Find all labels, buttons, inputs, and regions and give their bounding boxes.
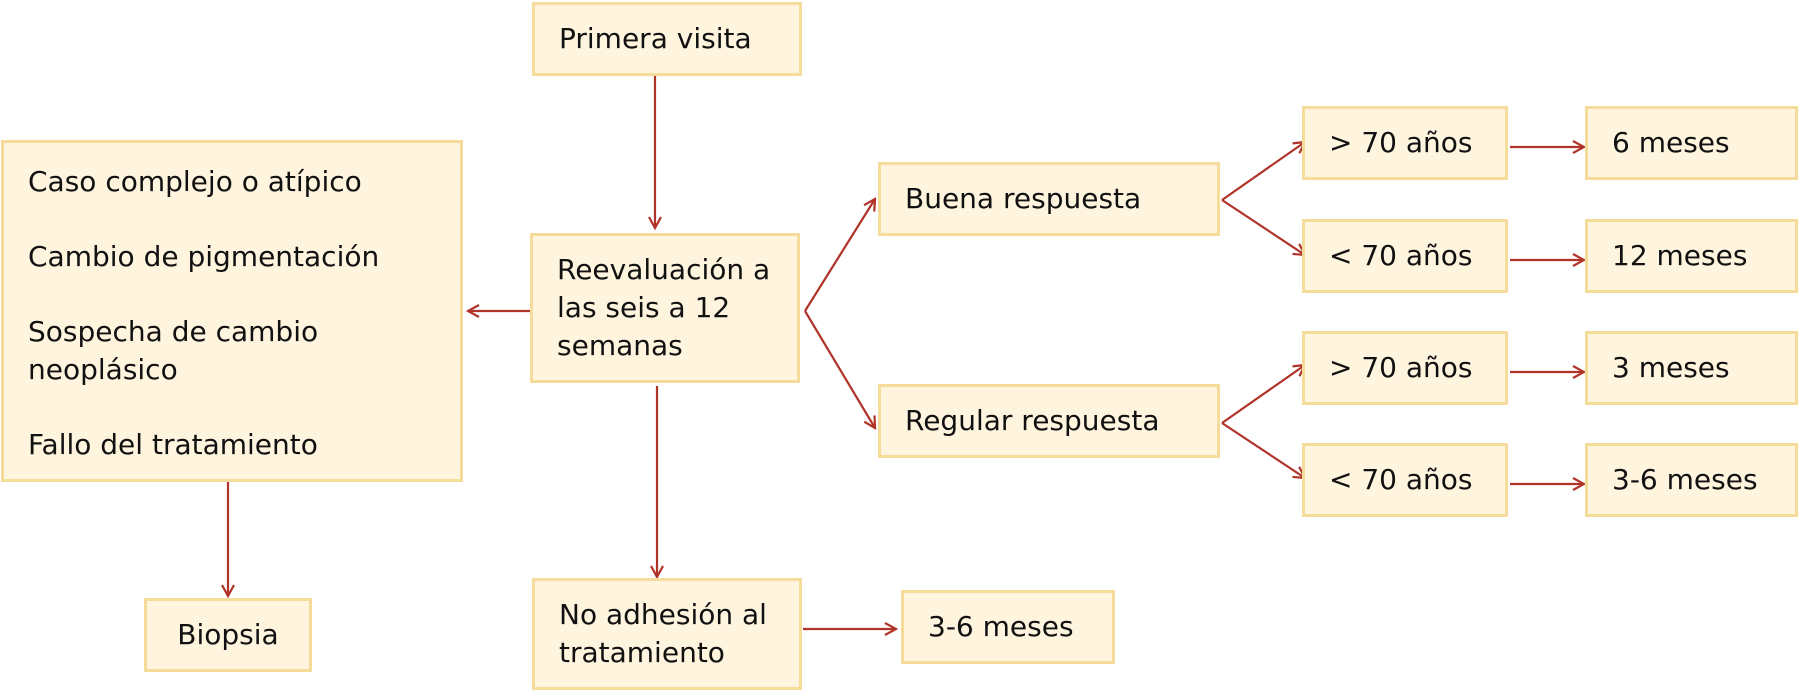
node-reevaluation-label: Reevaluación a las seis a 12 semanas: [557, 253, 771, 362]
node-good-over-70: > 70 años: [1302, 106, 1508, 180]
node-criteria: Caso complejo o atípico Cambio de pigmen…: [1, 140, 463, 482]
node-non-adherence-followup: 3-6 meses: [901, 590, 1115, 664]
node-first-visit-label: Primera visita: [559, 22, 752, 55]
node-regular-over-70-followup-label: 3 meses: [1612, 351, 1730, 384]
node-good-over-70-label: > 70 años: [1329, 126, 1473, 159]
node-regular-response-label: Regular respuesta: [905, 404, 1160, 437]
node-regular-response: Regular respuesta: [878, 384, 1220, 458]
criteria-item: Fallo del tratamiento: [28, 428, 318, 461]
node-regular-under-70: < 70 años: [1302, 443, 1508, 517]
node-biopsy-label: Biopsia: [177, 618, 279, 651]
node-regular-over-70-label: > 70 años: [1329, 351, 1473, 384]
node-good-under-70-label: < 70 años: [1329, 239, 1473, 272]
arrow-good-to-over-70: [1221, 142, 1305, 201]
node-good-over-70-followup: 6 meses: [1585, 106, 1798, 180]
arrow-regular-to-over-70: [1221, 365, 1305, 424]
criteria-item: Sospecha de cambio neoplásico: [28, 315, 319, 386]
arrow-reevaluation-to-good-response: [804, 199, 875, 312]
node-good-under-70-followup: 12 meses: [1585, 219, 1798, 293]
criteria-item: Cambio de pigmentación: [28, 240, 380, 273]
node-regular-under-70-followup-label: 3-6 meses: [1612, 463, 1758, 496]
node-non-adherence-label: No adhesión al tratamiento: [559, 598, 767, 669]
node-non-adherence: No adhesión al tratamiento: [532, 578, 802, 690]
node-good-over-70-followup-label: 6 meses: [1612, 126, 1730, 159]
node-good-under-70-followup-label: 12 meses: [1612, 239, 1748, 272]
arrow-regular-to-under-70: [1221, 422, 1305, 478]
node-good-response-label: Buena respuesta: [905, 182, 1142, 215]
node-good-response: Buena respuesta: [878, 162, 1220, 236]
arrow-good-to-under-70: [1221, 199, 1305, 255]
node-good-under-70: < 70 años: [1302, 219, 1508, 293]
node-regular-over-70-followup: 3 meses: [1585, 331, 1798, 405]
node-regular-under-70-label: < 70 años: [1329, 463, 1473, 496]
node-reevaluation: Reevaluación a las seis a 12 semanas: [530, 233, 800, 383]
node-biopsy: Biopsia: [144, 598, 312, 672]
node-first-visit: Primera visita: [532, 2, 802, 76]
arrow-reevaluation-to-regular-response: [804, 310, 875, 428]
node-non-adherence-followup-label: 3-6 meses: [928, 610, 1074, 643]
node-regular-over-70: > 70 años: [1302, 331, 1508, 405]
node-regular-under-70-followup: 3-6 meses: [1585, 443, 1798, 517]
criteria-item: Caso complejo o atípico: [28, 165, 362, 198]
